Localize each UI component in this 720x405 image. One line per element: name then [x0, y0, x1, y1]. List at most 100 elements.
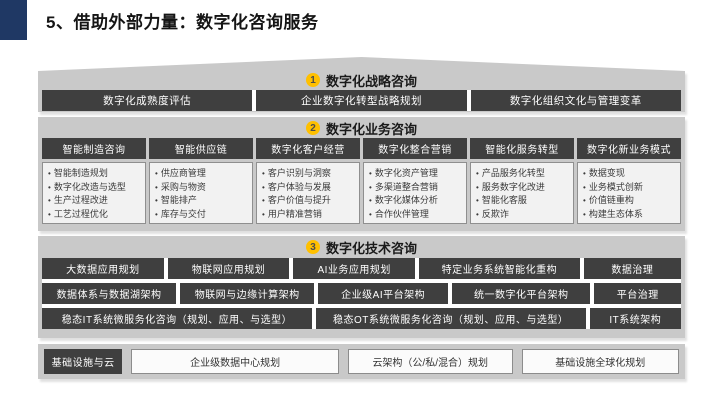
bullet-dot-icon [369, 194, 372, 208]
bullet-item: 价值链重构 [583, 194, 678, 208]
tech-box: 数据治理 [583, 258, 682, 279]
title-accent-block [0, 0, 27, 40]
strategy-box: 数字化组织文化与管理变革 [470, 90, 681, 111]
bullet-item: 用户精准营销 [262, 208, 357, 222]
section1-number-badge: 1 [305, 73, 320, 87]
section3-title-row: 3 数字化技术咨询 [42, 238, 681, 256]
tech-box: 稳态OT系统微服务化咨询（规划、应用、与选型） [315, 308, 586, 329]
bullet-dot-icon [155, 181, 158, 195]
bullet-item: 智能化客服 [476, 194, 571, 208]
bullet-item: 构建生态体系 [583, 208, 678, 222]
tech-box: 统一数字化平台架构 [452, 283, 591, 304]
tech-box: 物联网应用规划 [167, 258, 290, 279]
infrastructure-box: 云架构（公/私/混合）规划 [347, 349, 513, 374]
bullet-dot-icon [48, 208, 51, 222]
tech-box: 特定业务系统智能化重构 [419, 258, 580, 279]
strategy-box: 数字化成熟度评估 [42, 90, 253, 111]
tech-box: 平台治理 [594, 283, 682, 304]
bullet-item: 数字化改造与选型 [48, 181, 143, 195]
column-bullet-list: 供应商管理 采购与物资 智能排产 库存与交付 [149, 162, 253, 224]
column-bullet-list: 智能制造规划 数字化改造与选型 生产过程改进 工艺过程优化 [42, 162, 146, 224]
column-bullet-list: 客户识别与洞察 客户体验与发展 客户价值与提升 用户精准营销 [256, 162, 360, 224]
bullet-item: 数字化媒体分析 [369, 194, 464, 208]
bullet-item: 客户体验与发展 [262, 181, 357, 195]
bullet-dot-icon [369, 181, 372, 195]
bullet-item: 业务模式创新 [583, 181, 678, 195]
page-title: 5、借助外部力量：数字化咨询服务 [46, 13, 319, 32]
tech-box: IT系统架构 [589, 308, 682, 329]
section3-rows: 大数据应用规划 物联网应用规划 AI业务应用规划 特定业务系统智能化重构 数据治… [42, 258, 682, 329]
bullet-item: 工艺过程优化 [48, 208, 143, 222]
bullet-dot-icon [48, 167, 51, 181]
bullet-dot-icon [48, 181, 51, 195]
column-header: 智能化服务转型 [470, 138, 574, 159]
tech-box: 物联网与边缘计算架构 [180, 283, 315, 304]
section3-title: 数字化技术咨询 [325, 240, 417, 256]
section-strategy-consulting: 1 数字化战略咨询 数字化成熟度评估 企业数字化转型战略规划 数字化组织文化与管… [38, 71, 685, 112]
section-technology-consulting: 3 数字化技术咨询 大数据应用规划 物联网应用规划 AI业务应用规划 特定业务系… [38, 236, 685, 338]
bullet-dot-icon [262, 181, 265, 195]
bullet-dot-icon [262, 208, 265, 222]
section2-title-row: 2 数字化业务咨询 [42, 119, 681, 137]
bullet-dot-icon [476, 208, 479, 222]
bullet-item: 采购与物资 [155, 181, 250, 195]
business-column: 智能制造咨询 智能制造规划 数字化改造与选型 生产过程改进 工艺过程优化 [42, 138, 146, 224]
bullet-dot-icon [583, 194, 586, 208]
bullet-item: 库存与交付 [155, 208, 250, 222]
bullet-dot-icon [476, 181, 479, 195]
section2-number-badge: 2 [305, 121, 320, 135]
tech-row: 数据体系与数据湖架构 物联网与边缘计算架构 企业级AI平台架构 统一数字化平台架… [42, 283, 682, 304]
tech-box: 企业级AI平台架构 [318, 283, 449, 304]
bullet-dot-icon [262, 167, 265, 181]
section2-title: 数字化业务咨询 [325, 121, 417, 137]
business-column: 数字化客户经营 客户识别与洞察 客户体验与发展 客户价值与提升 用户精准营销 [256, 138, 360, 224]
bullet-item: 客户识别与洞察 [262, 167, 357, 181]
column-bullet-list: 数据变现 业务模式创新 价值链重构 构建生态体系 [577, 162, 681, 224]
bullet-item: 产品服务化转型 [476, 167, 571, 181]
bullet-item: 供应商管理 [155, 167, 250, 181]
strategy-box: 企业数字化转型战略规划 [256, 90, 467, 111]
business-column: 智能供应链 供应商管理 采购与物资 智能排产 库存与交付 [149, 138, 253, 224]
section1-title-row: 1 数字化战略咨询 [38, 71, 685, 89]
bullet-dot-icon [476, 167, 479, 181]
bullet-dot-icon [155, 194, 158, 208]
bullet-dot-icon [476, 194, 479, 208]
bullet-dot-icon [583, 167, 586, 181]
section2-columns: 智能制造咨询 智能制造规划 数字化改造与选型 生产过程改进 工艺过程优化 智能供… [42, 138, 681, 224]
tech-box: 数据体系与数据湖架构 [42, 283, 177, 304]
bullet-dot-icon [369, 167, 372, 181]
column-header: 智能制造咨询 [42, 138, 146, 159]
infrastructure-box: 企业级数据中心规划 [131, 349, 339, 374]
column-header: 数字化新业务模式 [577, 138, 681, 159]
section3-number-badge: 3 [305, 240, 320, 254]
column-header: 智能供应链 [149, 138, 253, 159]
bullet-item: 数据变现 [583, 167, 678, 181]
business-column: 数字化新业务模式 数据变现 业务模式创新 价值链重构 构建生态体系 [577, 138, 681, 224]
section1-box-row: 数字化成熟度评估 企业数字化转型战略规划 数字化组织文化与管理变革 [42, 90, 681, 111]
bullet-item: 反欺诈 [476, 208, 571, 222]
section-infrastructure-cloud: 基础设施与云 企业级数据中心规划 云架构（公/私/混合）规划 基础设施全球化规划 [38, 344, 685, 379]
bullet-item: 多渠道整合营销 [369, 181, 464, 195]
tech-box: AI业务应用规划 [293, 258, 416, 279]
column-header: 数字化整合营销 [363, 138, 467, 159]
bullet-item: 客户价值与提升 [262, 194, 357, 208]
bullet-item: 服务数字化改进 [476, 181, 571, 195]
bullet-dot-icon [155, 167, 158, 181]
infrastructure-box: 基础设施全球化规划 [521, 349, 680, 374]
business-column: 智能化服务转型 产品服务化转型 服务数字化改进 智能化客服 反欺诈 [470, 138, 574, 224]
section-business-consulting: 2 数字化业务咨询 智能制造咨询 智能制造规划 数字化改造与选型 生产过程改进 … [38, 117, 685, 231]
bullet-dot-icon [583, 181, 586, 195]
column-header: 数字化客户经营 [256, 138, 360, 159]
bullet-dot-icon [262, 194, 265, 208]
bullet-dot-icon [48, 194, 51, 208]
section1-roof-shape [38, 57, 685, 71]
bullet-dot-icon [583, 208, 586, 222]
business-column: 数字化整合营销 数字化资产管理 多渠道整合营销 数字化媒体分析 合作伙伴管理 [363, 138, 467, 224]
footer-row: 基础设施与云 企业级数据中心规划 云架构（公/私/混合）规划 基础设施全球化规划 [44, 349, 680, 374]
bullet-item: 合作伙伴管理 [369, 208, 464, 222]
bullet-item: 生产过程改进 [48, 194, 143, 208]
tech-row: 大数据应用规划 物联网应用规划 AI业务应用规划 特定业务系统智能化重构 数据治… [42, 258, 682, 279]
bullet-dot-icon [369, 208, 372, 222]
tech-row: 稳态IT系统微服务化咨询（规划、应用、与选型） 稳态OT系统微服务化咨询（规划、… [42, 308, 682, 329]
column-bullet-list: 数字化资产管理 多渠道整合营销 数字化媒体分析 合作伙伴管理 [363, 162, 467, 224]
